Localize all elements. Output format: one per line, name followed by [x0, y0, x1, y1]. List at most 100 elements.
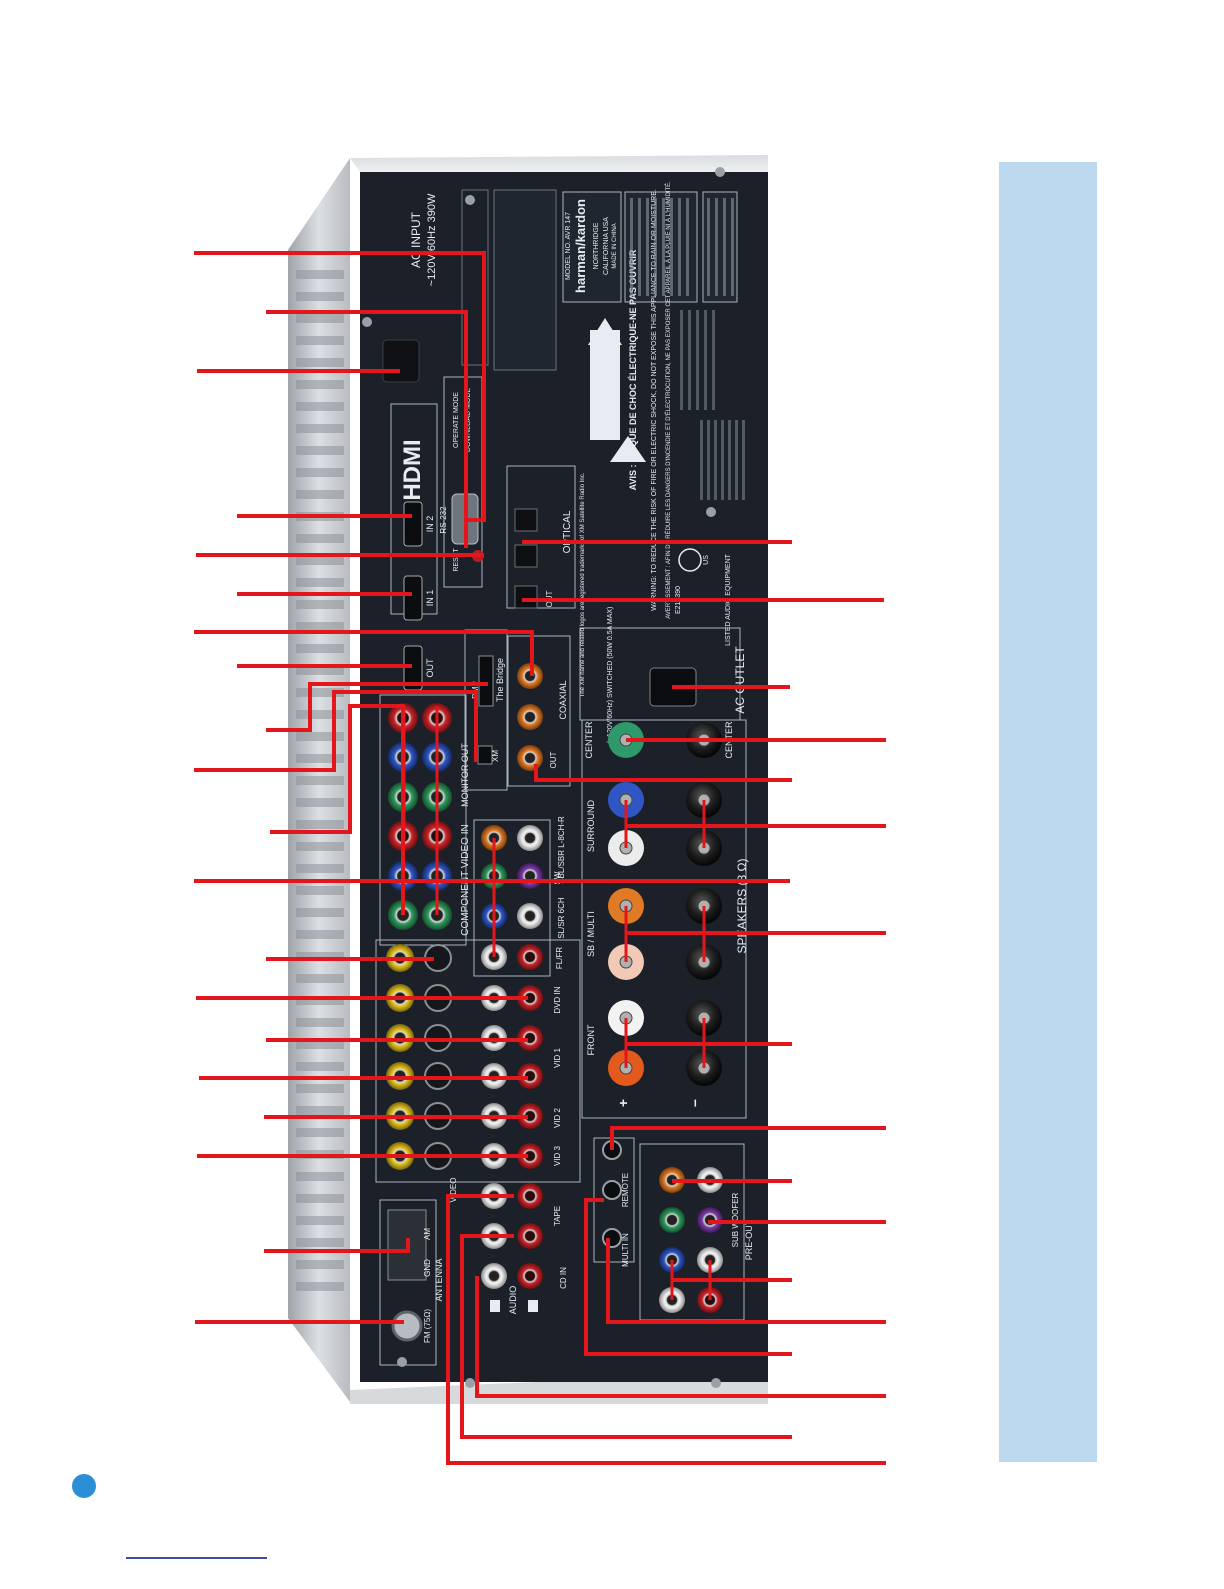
- multich-jack: [517, 863, 543, 889]
- vent-slot: [296, 1062, 344, 1071]
- screw: [362, 317, 372, 327]
- chassis-side: [288, 158, 350, 1402]
- avertissement-label: AVERTISSEMENT : AFIN DE RÉDUIRE LES DANG…: [665, 181, 672, 619]
- screw: [465, 195, 475, 205]
- pre-out-label: PRE-OUT: [744, 1219, 754, 1260]
- vid1-label: VID 1: [553, 1047, 562, 1068]
- front-label: FRONT: [586, 1024, 596, 1055]
- vent-slot: [296, 424, 344, 433]
- operate-mode-label: OPERATE MODE: [453, 392, 460, 448]
- center-label: CENTER: [584, 721, 594, 759]
- vent-slot: [296, 1194, 344, 1203]
- vent-slot: [296, 798, 344, 807]
- warning-label: WARNING: TO REDUCE THE RISK OF FIRE OR E…: [651, 189, 658, 611]
- l-badge: [490, 1300, 500, 1312]
- audio-jack-left: [481, 1263, 507, 1289]
- ac-input-socket: [382, 339, 420, 383]
- antenna-frame: [379, 1199, 437, 1366]
- vent-slot: [296, 600, 344, 609]
- source-frame: [375, 939, 581, 1183]
- model-label: MODEL NO. AVR 147: [565, 212, 572, 280]
- vent-slot: [296, 666, 344, 675]
- vent-slot: [296, 1216, 344, 1225]
- callout-line: [460, 1234, 792, 1439]
- fm-label: FM (75Ω): [423, 1309, 432, 1343]
- callout-line: [606, 1238, 886, 1324]
- audio-jack-right: [517, 1063, 543, 1089]
- speaker-frame: [581, 719, 747, 1119]
- vent-slot: [296, 688, 344, 697]
- multich-jack: [517, 944, 543, 970]
- fine-print-line: [731, 198, 734, 296]
- vent-slot: [296, 490, 344, 499]
- ac-input-label: AC INPUT: [409, 211, 423, 268]
- coaxial-out-label: OUT: [549, 751, 558, 768]
- am-label: AM: [423, 1228, 432, 1240]
- optical-port: [514, 544, 538, 568]
- vent-slot: [296, 270, 344, 279]
- callout-line: [610, 1126, 886, 1150]
- vent-slot: [296, 622, 344, 631]
- warning-triangle-icon: [588, 318, 622, 345]
- screw: [397, 1357, 407, 1367]
- vent-slot: [296, 776, 344, 785]
- vent-slot: [296, 468, 344, 477]
- fine-print-line: [688, 310, 691, 410]
- vent-slot: [296, 1084, 344, 1093]
- monitor-out-label: MONITOR OUT: [460, 743, 470, 807]
- fine-print-line: [686, 198, 689, 296]
- reset-label: RESET: [453, 548, 460, 572]
- vent-slot: [296, 820, 344, 829]
- bridge-port: [478, 655, 494, 707]
- ac-outlet-spec-label: (~120V/60Hz) SWITCHED (50W 0.5A MAX): [607, 607, 614, 744]
- multich-jack: [517, 903, 543, 929]
- fine-print-line: [742, 420, 745, 500]
- footer-rule: [126, 1557, 267, 1559]
- chassis-top-edge: [350, 155, 768, 172]
- vent-slot: [296, 1260, 344, 1269]
- caution-box: [590, 330, 620, 440]
- sw-label: SW: [553, 871, 562, 884]
- vid2-label: VID 2: [553, 1107, 562, 1128]
- avis-label: AVIS : RISQUE DE CHOC ÉLECTRIQUE-NE PAS …: [628, 249, 638, 490]
- hdmi-logo: HDMI: [399, 439, 426, 500]
- callout-line: [584, 1198, 792, 1356]
- hdmi-port: [403, 501, 423, 547]
- audio-jack-right: [517, 1103, 543, 1129]
- surround-label: SURROUND: [586, 800, 596, 853]
- vent-slot: [296, 710, 344, 719]
- audio-jack-right: [517, 1263, 543, 1289]
- vent-slot: [296, 1040, 344, 1049]
- warning-triangle-icon: [610, 436, 646, 462]
- hdmi-port-label: OUT: [425, 658, 435, 678]
- caution-label: CAUTION: [597, 363, 608, 409]
- label-box: [461, 189, 489, 366]
- callout-line: [194, 690, 478, 772]
- ac-rating-label: ~120V/60Hz 390W: [426, 193, 438, 286]
- fine-print-line: [700, 420, 703, 500]
- callout-line: [534, 764, 792, 782]
- vent-slot: [296, 930, 344, 939]
- patent-plate: [624, 191, 698, 303]
- city-label: NORTHRIDGE: [593, 222, 600, 269]
- multi-in-label: MULTI IN: [621, 1233, 630, 1267]
- vent-slot: [296, 974, 344, 983]
- fine-print-line: [630, 198, 633, 296]
- audio-jack-right: [517, 1025, 543, 1051]
- mini-jack: [602, 1180, 622, 1200]
- audio-jack-right: [517, 985, 543, 1011]
- fine-print-line: [646, 198, 649, 296]
- callout-lines: [194, 251, 886, 1465]
- caution-sub-label: RISK OF ELECTRIC SHOCK DO NOT OPEN: [612, 335, 618, 437]
- vent-slot: [296, 732, 344, 741]
- coaxial-label: COAXIAL: [558, 680, 568, 719]
- fine-print-line: [715, 198, 718, 296]
- multich-jack: [517, 825, 543, 851]
- vent-slot: [296, 1106, 344, 1115]
- callout-line: [194, 630, 534, 676]
- vent-slot: [296, 886, 344, 895]
- component-frame: [379, 694, 467, 946]
- page-marker-dot: [72, 1474, 96, 1498]
- optical-frame: [506, 465, 576, 609]
